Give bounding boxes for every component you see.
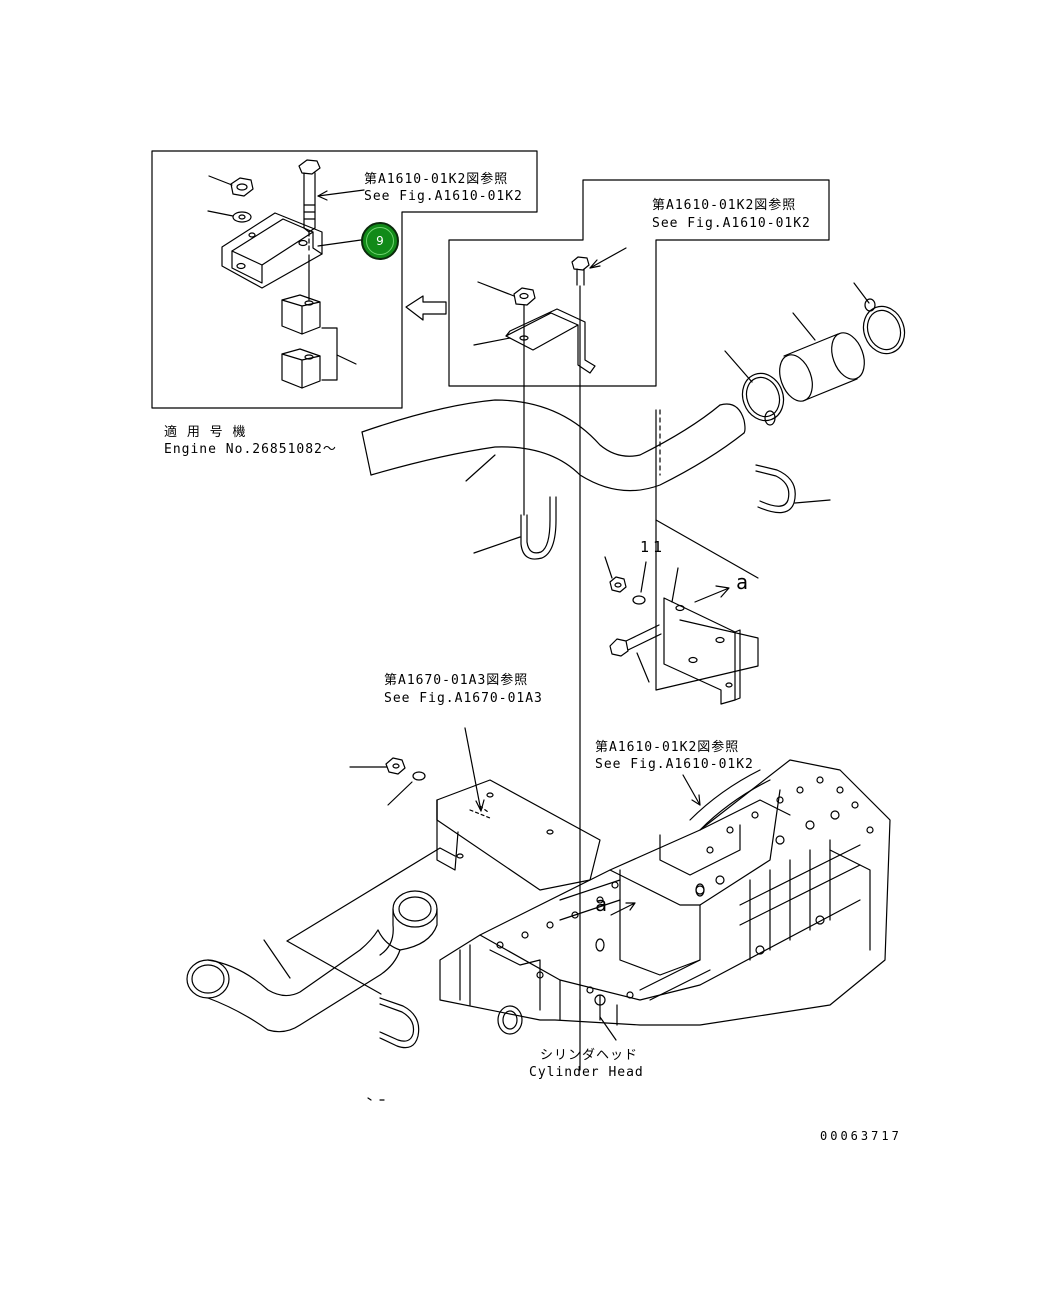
- head-ref-jp: 第A1610-01K2図参照: [595, 740, 740, 755]
- view-box-outline: [655, 409, 759, 691]
- hose-clamp-part: [741, 372, 785, 426]
- view-arrow: [405, 295, 447, 321]
- long-bracket-part: [436, 779, 601, 891]
- inset-box: [151, 150, 538, 409]
- drawing-number: 00063717: [820, 1129, 902, 1143]
- air-pipe-upper: [361, 399, 746, 492]
- u-bolt-part: [755, 464, 796, 514]
- center-ref-jp: 第A1670-01A3図参照: [384, 673, 529, 688]
- part-eleven-label: 11: [640, 538, 667, 556]
- upper-right-box: [448, 179, 830, 1071]
- bracket-part: [221, 212, 323, 289]
- bolt-part-2: [571, 256, 590, 1071]
- air-pipe-lower: [186, 890, 438, 1033]
- l-bracket-part: [505, 308, 596, 374]
- washer-part: [232, 211, 252, 223]
- inset-ref-jp: 第A1610-01K2図参照: [364, 172, 509, 187]
- nut-part-2: [513, 287, 536, 306]
- cylinder-head-jp: シリンダヘッド: [540, 1048, 639, 1063]
- spacer-block-part: [281, 294, 321, 389]
- view-a-label-upper: a: [736, 570, 750, 594]
- inset-ref-en: See Fig.A1610-01K2: [364, 189, 523, 204]
- plate-part: [663, 597, 741, 705]
- hose-clamp-part-2: [862, 298, 906, 355]
- nut-part: [230, 177, 254, 197]
- applicability-en: Engine No.26851082～: [164, 442, 337, 457]
- view-a-label-lower: a: [595, 892, 609, 916]
- u-bolt-part-3: [379, 997, 420, 1049]
- bolt-part-3: [609, 624, 662, 657]
- center-ref-en: See Fig.A1670-01A3: [384, 691, 543, 706]
- upper-ref-jp: 第A1610-01K2図参照: [652, 198, 797, 213]
- rubber-hose-part: [779, 332, 865, 402]
- upper-ref-en: See Fig.A1610-01K2: [652, 216, 811, 231]
- applicability-jp: 適 用 号 機: [164, 425, 247, 440]
- bolt-part: [298, 159, 321, 233]
- callout-badge[interactable]: 9: [361, 222, 399, 260]
- cylinder-head-en: Cylinder Head: [529, 1065, 644, 1080]
- u-bolt-part-2: [520, 496, 557, 560]
- head-ref-en: See Fig.A1610-01K2: [595, 757, 754, 772]
- nut-part-3: [385, 757, 426, 781]
- small-nut-part: [609, 576, 646, 605]
- cylinder-head-drawing: [439, 759, 891, 1035]
